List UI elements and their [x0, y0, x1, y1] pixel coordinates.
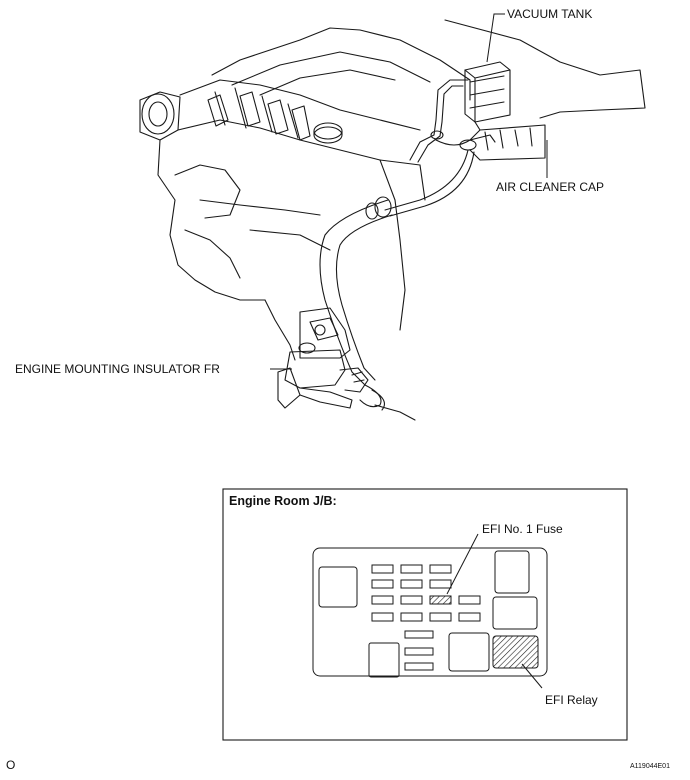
- label-air-cleaner-cap: AIR CLEANER CAP: [496, 180, 605, 194]
- engine-mount: [299, 307, 351, 359]
- leader-vacuum-tank: [486, 13, 505, 63]
- efi-no1-fuse: [429, 595, 452, 605]
- label-efi-fuse: EFI No. 1 Fuse: [482, 522, 563, 536]
- junction-box-title: Engine Room J/B:: [229, 494, 337, 508]
- label-vacuum-tank: VACUUM TANK: [507, 7, 593, 21]
- page-marker: O: [6, 758, 16, 772]
- label-engine-mounting-insulator: ENGINE MOUNTING INSULATOR FR: [15, 362, 220, 376]
- leader-efi-fuse: [446, 533, 479, 595]
- junction-box-frame: [222, 488, 628, 741]
- label-efi-relay: EFI Relay: [545, 693, 598, 707]
- efi-relay: [492, 635, 539, 669]
- vacuum-tank: [464, 61, 511, 123]
- air-cleaner-cap: [469, 121, 546, 161]
- figure-id: A119044E01: [630, 763, 670, 770]
- engine-illustration: [139, 19, 646, 421]
- junction-box-diagram: [312, 547, 548, 678]
